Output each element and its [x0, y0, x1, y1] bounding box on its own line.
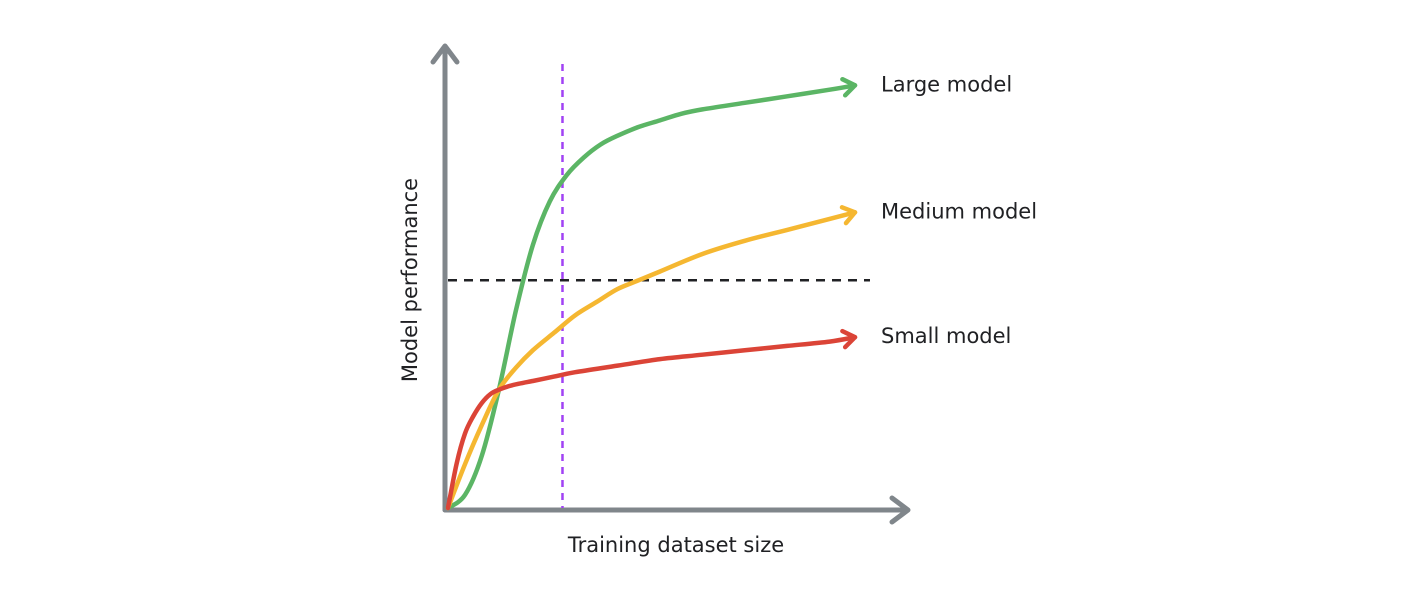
series-label-large-model: Large model: [881, 72, 1012, 96]
series-label-small-model: Small model: [881, 324, 1011, 348]
y-axis-arrow-icon: [430, 43, 460, 65]
series-arrow-icon-medium-model: [839, 205, 858, 226]
series-line-large-model: [445, 83, 858, 511]
axes: [430, 43, 911, 525]
y-axis-label: Model performance: [398, 178, 422, 382]
series-arrow-icon-small-model: [840, 328, 858, 350]
x-axis-arrow-icon: [889, 495, 911, 525]
series-label-medium-model: Medium model: [881, 199, 1037, 223]
series-line-small-model: [445, 334, 858, 511]
series-arrow-icon-large-model: [840, 76, 858, 98]
series-line-medium-model: [445, 210, 858, 511]
x-axis-label: Training dataset size: [567, 533, 784, 557]
